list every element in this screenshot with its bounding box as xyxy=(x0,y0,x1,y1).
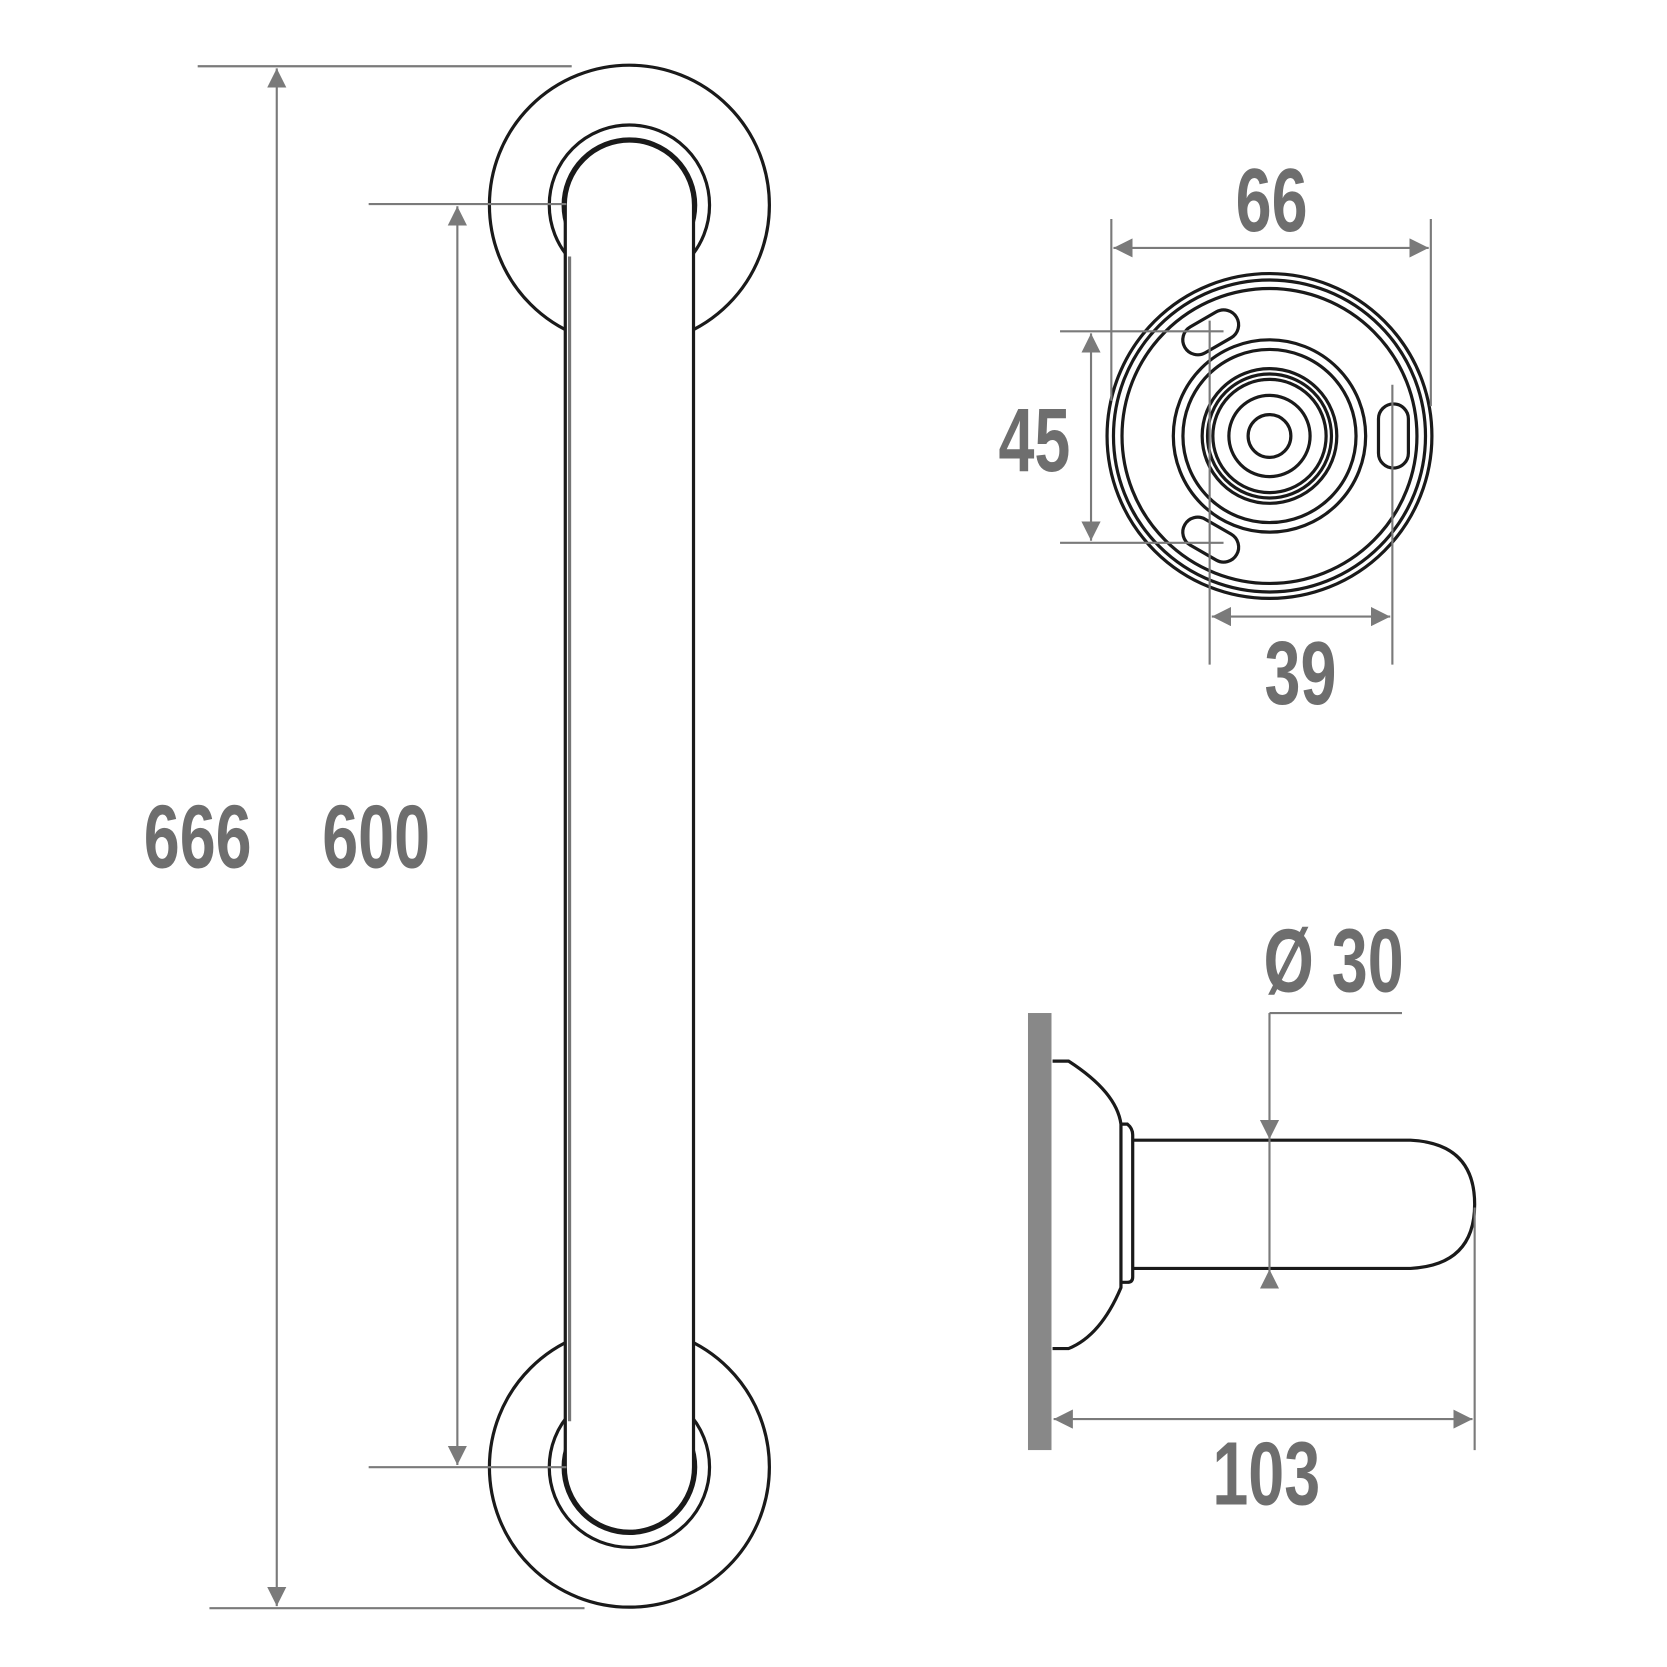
tube-side xyxy=(1132,1138,1477,1271)
grab-bar-tube xyxy=(563,139,696,1533)
label-39: 39 xyxy=(1265,623,1337,724)
dimension-center-distance: 600 xyxy=(322,203,567,1469)
rosette-top-view xyxy=(1105,271,1434,601)
label-666: 666 xyxy=(144,786,252,887)
dimension-rosette-diameter: 66 xyxy=(1110,149,1432,407)
dimension-hole-spacing-horizontal: 39 xyxy=(1208,320,1394,724)
label-600: 600 xyxy=(322,786,430,887)
dimension-overall-length: 666 xyxy=(144,65,585,1610)
label-66: 66 xyxy=(1236,149,1308,250)
dimension-hole-spacing-vertical: 45 xyxy=(998,330,1224,544)
label-diameter-30: Ø 30 xyxy=(1264,910,1404,1011)
side-view xyxy=(1027,1013,1477,1451)
wall xyxy=(1027,1013,1052,1451)
mounting-slot-bottom xyxy=(1181,515,1241,564)
label-103: 103 xyxy=(1212,1423,1320,1524)
mounting-slot-top xyxy=(1181,308,1241,357)
label-45: 45 xyxy=(998,390,1070,491)
dimension-projection: 103 xyxy=(1053,1207,1476,1524)
dimension-tube-diameter: Ø 30 xyxy=(1259,910,1404,1289)
front-view xyxy=(487,63,771,1609)
